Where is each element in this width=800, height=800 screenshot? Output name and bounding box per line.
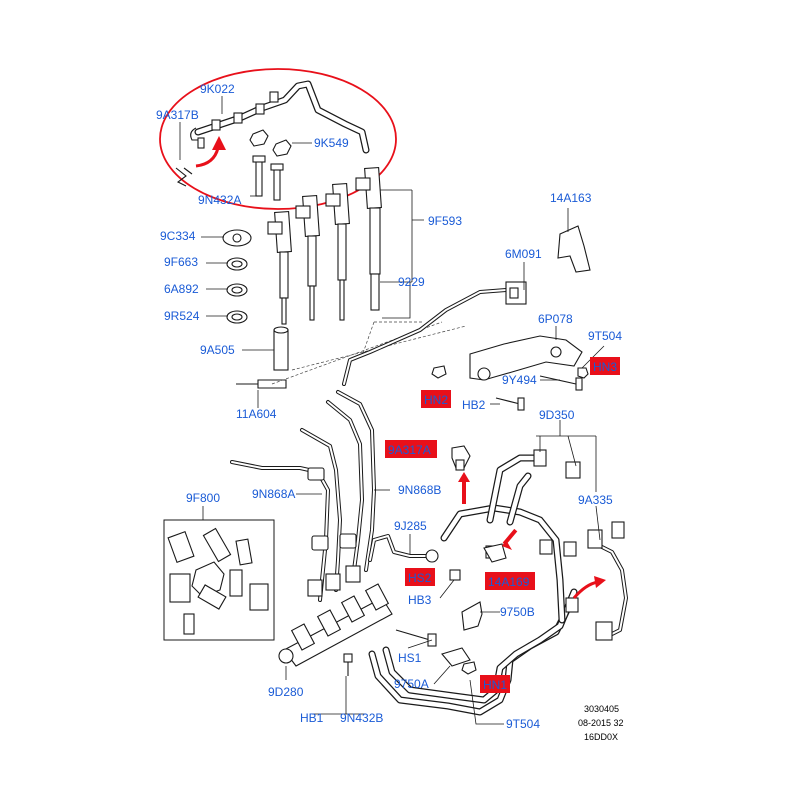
label-9D350: 9D350 (539, 408, 575, 422)
label-HB1: HB1 (300, 711, 324, 725)
label-HS2: HS2 (408, 571, 432, 585)
red-box-9A317A (385, 440, 437, 458)
washer-9F663 (226, 257, 248, 271)
label-9J285: 9J285 (394, 519, 427, 533)
clip-9A317A (451, 445, 471, 471)
highlight-arrows (195, 136, 606, 599)
highlight-ellipse (159, 68, 397, 210)
nut-9T504 (577, 367, 589, 379)
red-box-HS2 (405, 568, 435, 586)
clip-14A169 (483, 543, 507, 563)
label-9N868B: 9N868B (398, 483, 441, 497)
fuel-pipes-9N868 (230, 390, 376, 602)
bracket-14A163 (557, 225, 591, 273)
bolt-9Y494 (539, 375, 583, 391)
label-HS1: HS1 (398, 651, 422, 665)
bracket-6P078 (469, 335, 583, 381)
seal-9C334 (222, 229, 252, 247)
pipe-9J285 (368, 534, 439, 563)
label-9F800: 9F800 (186, 491, 220, 505)
leader-lines (179, 96, 605, 725)
harness-6M091 (342, 281, 527, 386)
label-14A163: 14A163 (550, 191, 592, 205)
label-HN3: HN3 (593, 360, 617, 374)
clip-9A317B (175, 137, 205, 187)
sensor-HS1 (395, 629, 437, 647)
label-9229: 9229 (398, 275, 425, 289)
label-9K022: 9K022 (200, 82, 235, 96)
label-9D280: 9D280 (268, 685, 304, 699)
label-9A505: 9A505 (200, 343, 235, 357)
label-9A317A: 9A317A (388, 443, 431, 457)
label-9N432B: 9N432B (340, 711, 383, 725)
fitting-9K549 (249, 129, 292, 157)
label-9N868A: 9N868A (252, 487, 295, 501)
kit-box-9F800 (163, 519, 275, 641)
label-9R524: 9R524 (164, 309, 200, 323)
sleeve-9A505 (273, 326, 289, 371)
injectors (267, 166, 382, 325)
label-6P078: 6P078 (538, 312, 573, 326)
label-HN1: HN1 (483, 678, 507, 692)
label-HB2: HB2 (462, 398, 486, 412)
label-9A317B: 9A317B (156, 108, 199, 122)
label-9T504-top: 9T504 (588, 329, 622, 343)
nut-HN2 (431, 365, 447, 379)
footer-date: 08-2015 32 (578, 718, 624, 728)
nut-HN1 (461, 661, 477, 675)
bracket-9750B (461, 601, 483, 631)
label-9F663: 9F663 (164, 255, 198, 269)
reference-line (271, 321, 467, 385)
footer-ref: 16DD0X (584, 732, 618, 742)
label-11A604: 11A604 (236, 407, 277, 421)
bolt-HB1 (343, 653, 353, 676)
label-6A892: 6A892 (164, 282, 199, 296)
fuel-rail-9D280 (278, 565, 393, 667)
footer-code: 3030405 (584, 704, 619, 714)
red-box-HN3 (590, 357, 620, 375)
washer-6A892 (226, 283, 248, 297)
bracket-9750A (441, 647, 471, 667)
bolt-9N432A (252, 155, 284, 201)
bolt-HB2 (495, 397, 525, 411)
label-9750A: 9750A (394, 677, 429, 691)
return-hose-9K022 (190, 80, 370, 154)
label-14A169: 14A169 (488, 575, 530, 589)
washer-9R524 (226, 310, 248, 324)
red-box-14A169 (485, 572, 535, 590)
label-9750B: 9750B (500, 605, 535, 619)
label-HN2: HN2 (424, 393, 448, 407)
label-9Y494: 9Y494 (502, 373, 537, 387)
label-6M091: 6M091 (505, 247, 542, 261)
label-9C334: 9C334 (160, 229, 196, 243)
label-9N432A: 9N432A (198, 193, 241, 207)
red-box-HN2 (421, 390, 451, 408)
harness-9A335 (565, 521, 628, 641)
fuel-lines-lower (368, 449, 581, 716)
label-HB3: HB3 (408, 593, 432, 607)
sensor-HS2 (449, 569, 461, 581)
label-9T504-bottom: 9T504 (506, 717, 540, 731)
label-9K549: 9K549 (314, 136, 349, 150)
label-9F593: 9F593 (428, 214, 462, 228)
label-9A335: 9A335 (578, 493, 613, 507)
red-box-HN1 (480, 675, 510, 693)
glow-plug-11A604 (236, 379, 287, 389)
